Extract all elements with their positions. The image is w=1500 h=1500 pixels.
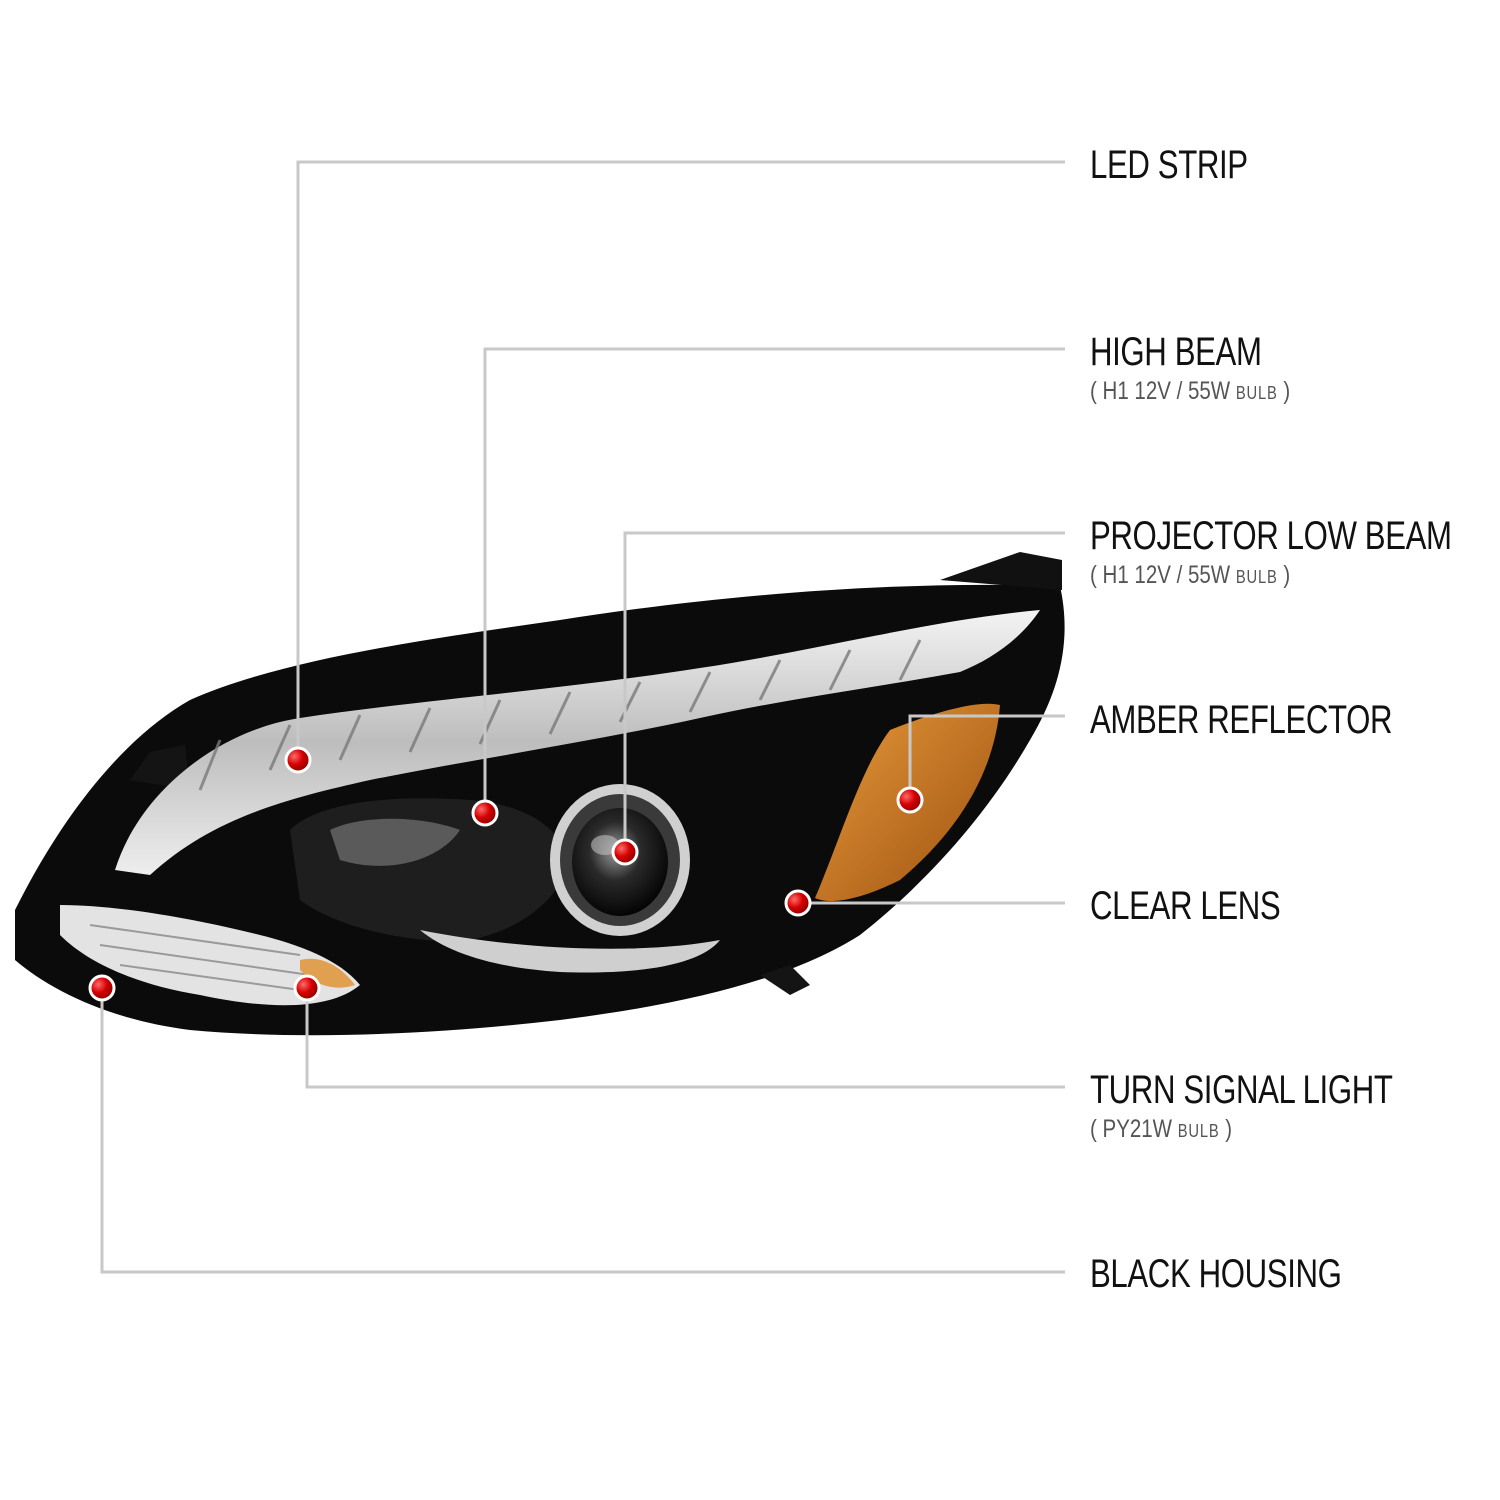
- callout-title: AMBER REFLECTOR: [1090, 698, 1393, 742]
- marker-dot-amber-reflector: [896, 786, 924, 814]
- callout-high-beam: HIGH BEAM ( H1 12V / 55W BULB ): [1090, 330, 1334, 408]
- callout-amber-reflector: AMBER REFLECTOR: [1090, 698, 1477, 742]
- callout-spec: ( H1 12V / 55W BULB ): [1090, 561, 1291, 589]
- callout-title: TURN SIGNAL LIGHT: [1090, 1068, 1393, 1112]
- leader-line-amber-reflector: [908, 714, 1065, 800]
- callout-projector-low-beam: PROJECTOR LOW BEAM ( H1 12V / 55W BULB ): [1090, 514, 1500, 592]
- callout-title: PROJECTOR LOW BEAM: [1090, 514, 1452, 558]
- leader-line-turn-signal-light: [305, 988, 1065, 1089]
- callout-title: CLEAR LENS: [1090, 884, 1281, 928]
- callout-black-housing: BLACK HOUSING: [1090, 1252, 1412, 1296]
- leader-line-projector-low-beam: [623, 531, 1065, 852]
- marker-dots: [88, 746, 924, 1002]
- marker-dot-black-housing: [88, 974, 116, 1002]
- marker-dot-high-beam: [471, 799, 499, 827]
- marker-dot-turn-signal-light: [293, 974, 321, 1002]
- led-strip-bezel: [115, 610, 1040, 875]
- marker-dot-clear-lens: [784, 889, 812, 917]
- callout-spec: ( H1 12V / 55W BULB ): [1090, 377, 1291, 405]
- leader-line-high-beam: [483, 347, 1065, 813]
- callout-title: BLACK HOUSING: [1090, 1252, 1342, 1296]
- callout-led-strip: LED STRIP: [1090, 143, 1292, 187]
- turn-signal-reflector: [60, 905, 360, 1006]
- marker-dot-projector-low-beam: [611, 838, 639, 866]
- callout-spec: ( PY21W BULB ): [1090, 1115, 1233, 1143]
- leader-line-led-strip: [296, 160, 1065, 760]
- reflector-cavity: [290, 798, 720, 973]
- leader-line-black-housing: [100, 988, 1065, 1274]
- callout-title: LED STRIP: [1090, 143, 1248, 187]
- callout-turn-signal-light: TURN SIGNAL LIGHT ( PY21W BULB ): [1090, 1068, 1478, 1146]
- callout-clear-lens: CLEAR LENS: [1090, 884, 1334, 928]
- leader-lines: [100, 160, 1065, 1274]
- marker-dot-led-strip: [284, 746, 312, 774]
- callout-title: HIGH BEAM: [1090, 330, 1262, 374]
